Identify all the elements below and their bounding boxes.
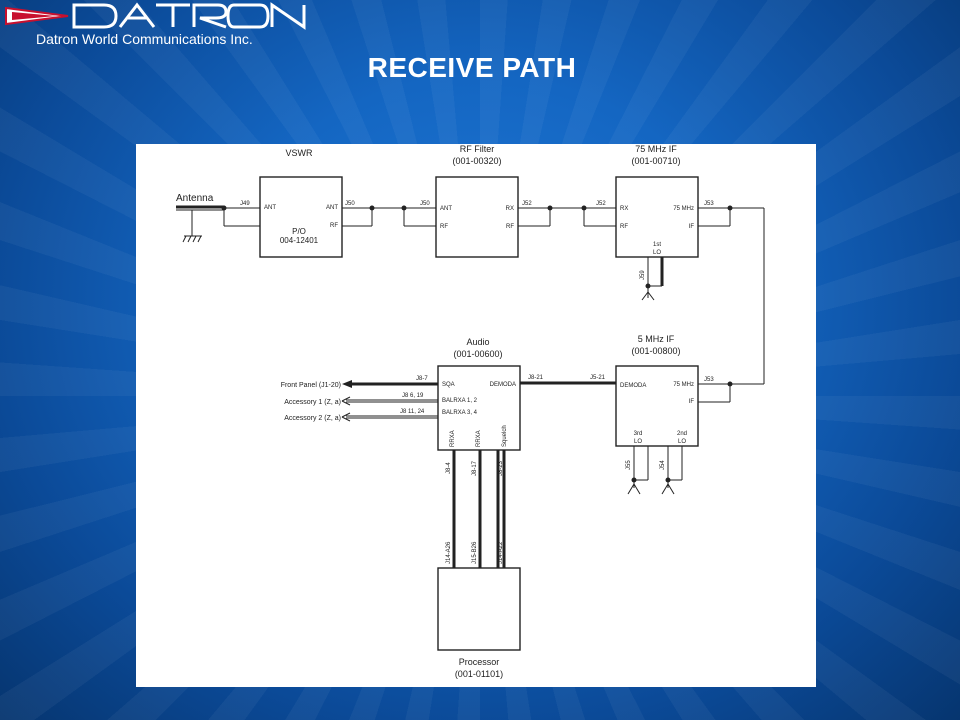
audio-processor-buses: J8-4 J8-17 J8-23 J14-A26 J15-B26 J14-A22: [446, 450, 506, 568]
rf-filter-port-rf-left: RF: [440, 224, 448, 230]
vswr-port-ant-left: ANT: [264, 205, 276, 211]
accessory-1-label: Accessory 1 (Z, a): [284, 399, 341, 406]
audio-title: Audio: [466, 337, 489, 347]
connector-j53-a: J53: [704, 201, 714, 207]
audio-port-rrxa-2: RRXA: [476, 430, 482, 447]
if5-port-if: IF: [689, 399, 695, 405]
audio-port-balrxa-1-2: BALRXA 1, 2: [442, 398, 478, 404]
processor-block: Processor (001-01101): [437, 567, 521, 679]
audio-port-demoda: DEMODA: [490, 382, 516, 388]
connector-j8-7: J8-7: [416, 376, 428, 382]
connector-j5-21: J5-21: [590, 375, 606, 381]
rf-filter-port-rx: RX: [506, 206, 514, 212]
rf-filter-block: RF Filter (001-00320) ANT RF RX RF: [435, 144, 519, 258]
company-name: Datron World Communications Inc.: [36, 31, 253, 47]
if75-lo-label-2: LO: [653, 250, 661, 256]
audio-port-balrxa-3-4: BALRXA 3, 4: [442, 410, 478, 416]
connector-j52-b: J52: [596, 201, 606, 207]
if5-port-demoda: DEMODA: [620, 383, 646, 389]
rf-filter-port-rf-right: RF: [506, 224, 514, 230]
connector-j52-a: J52: [522, 201, 532, 207]
audio-port-squelch: Squelch: [502, 425, 508, 447]
if75-port-if: IF: [689, 224, 695, 230]
if5-part-number: (001-00800): [631, 346, 680, 356]
connector-j8-21: J8-21: [528, 375, 544, 381]
rf-filter-port-ant: ANT: [440, 206, 452, 212]
front-panel-label: Front Panel (J1-20): [281, 382, 341, 389]
connector-j8-4: J8-4: [446, 462, 452, 474]
vswr-pio-label: P/O: [292, 227, 306, 236]
connector-j55: J55: [626, 460, 632, 470]
if-5mhz-block: 5 MHz IF (001-00800) DEMODA 75 MHz IF 3r…: [615, 334, 699, 447]
accessory-2-label: Accessory 2 (Z, a): [284, 415, 341, 422]
connector-j53-b: J53: [704, 377, 714, 383]
connector-j50-a: J50: [345, 201, 355, 207]
connector-j54: J54: [660, 460, 666, 470]
antenna-label: Antenna: [176, 193, 214, 204]
if75-part-number: (001-00710): [631, 156, 680, 166]
rf-filter-title: RF Filter: [460, 144, 495, 154]
connector-j14-a22: J14-A22: [498, 541, 504, 564]
if-75mhz-block: 75 MHz IF (001-00710) RX RF 75 MHz IF 1s…: [615, 144, 699, 258]
connector-j8-17: J8-17: [472, 460, 478, 476]
receive-path-diagram: Antenna J49 VSWR ANT ANT RF P/O 004-1240…: [136, 144, 816, 687]
audio-outputs: Front Panel (J1-20) J8-7 Accessory 1 (Z,…: [281, 376, 438, 422]
vswr-port-rf: RF: [330, 223, 338, 229]
if5-lo3-label: 3rd: [634, 431, 643, 437]
if5-port-75mhz: 75 MHz: [673, 382, 694, 388]
connector-j15-b26: J15-B26: [472, 541, 478, 564]
connector-j59: J59: [640, 270, 646, 280]
if5-title: 5 MHz IF: [638, 334, 675, 344]
connector-j50-b: J50: [420, 201, 430, 207]
processor-part-number: (001-01101): [455, 669, 503, 679]
audio-port-sqa: SQA: [442, 382, 455, 388]
connector-j8-6-19: J8 6, 19: [402, 393, 424, 399]
vswr-block: VSWR ANT ANT RF P/O 004-12401: [259, 148, 343, 258]
connector-j8-11-24: J8 11, 24: [400, 409, 425, 415]
processor-title: Processor: [459, 657, 500, 667]
connector-j14-a26: J14-A26: [446, 541, 452, 564]
vswr-part-number: 004-12401: [280, 236, 319, 245]
connector-j49: J49: [240, 201, 250, 207]
antenna-symbol: Antenna: [176, 193, 260, 243]
datron-logo: [5, 2, 306, 30]
if75-port-rx: RX: [620, 206, 628, 212]
audio-port-rrxa-1: RRXA: [450, 430, 456, 447]
if75-port-75mhz: 75 MHz: [673, 206, 694, 212]
if75-port-rf: RF: [620, 224, 628, 230]
vswr-port-ant-right: ANT: [326, 205, 338, 211]
if5-lo3-label-2: LO: [634, 439, 642, 445]
audio-part-number: (001-00600): [453, 349, 502, 359]
connector-j8-23: J8-23: [498, 460, 504, 476]
vswr-title: VSWR: [286, 148, 314, 158]
if5-lo2-label-2: LO: [678, 439, 686, 445]
if75-lo-label: 1st: [653, 242, 661, 248]
slide-title: RECEIVE PATH: [367, 52, 577, 83]
if75-title: 75 MHz IF: [635, 144, 677, 154]
if5-lo2-label: 2nd: [677, 431, 687, 437]
audio-block: Audio (001-00600) SQA DEMODA BALRXA 1, 2…: [437, 337, 521, 451]
rf-filter-part-number: (001-00320): [452, 156, 501, 166]
